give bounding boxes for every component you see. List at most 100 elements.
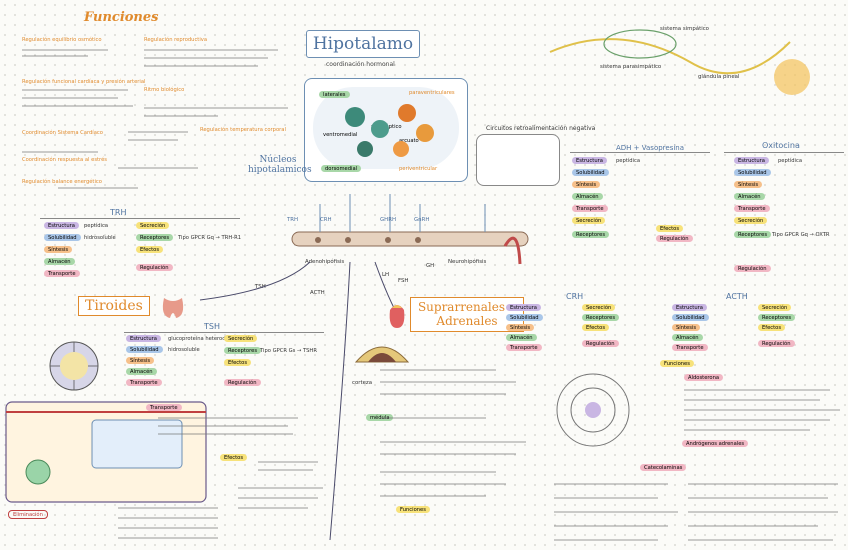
crh-prop-efectos: Efectos — [582, 324, 610, 331]
funciones-item: Coordinación Sistema Cardíaco — [22, 129, 103, 136]
trh-heading: TRH — [110, 208, 127, 217]
oxi-prop-secrecion: Secreción — [734, 217, 768, 224]
glandula-pineal-label: glándula pineal — [698, 74, 740, 80]
funciones-item: Ritmo biológico — [144, 86, 185, 93]
oxi-value-estructura: peptídica — [778, 158, 803, 164]
nucleus-label: periventricular — [399, 165, 438, 172]
suprarrenales-heading: Suprarrenales o Adrenales — [410, 297, 524, 332]
tsh-heading: TSH — [204, 322, 220, 331]
adh-prop-solubilidad: Solubilidad — [572, 169, 609, 176]
efectos-lines — [118, 417, 323, 539]
acth-prop-secrecion: Secreción — [758, 304, 792, 311]
page-subtitle: coordinación hormonal — [326, 61, 395, 68]
funciones-heading: Funciones — [84, 10, 159, 25]
tsh-prop-receptores: Receptores — [224, 347, 262, 354]
crh-prop-solubilidad: Solubilidad — [506, 314, 543, 321]
trh-prop-secrecion: Secreción — [136, 222, 170, 229]
tsh-value-receptores: Tipo GPCR Gs → TSHR — [260, 348, 317, 354]
crh-prop-regulacion: Regulación — [582, 340, 619, 347]
transporte-label: Transporte — [146, 404, 182, 411]
androgenos-label: Andrógenos adrenales — [682, 440, 749, 447]
acth-prop-transporte: Transporte — [672, 344, 708, 351]
trh-prop-receptores: Receptores — [136, 234, 174, 241]
tsh-value-solubilidad: hidrosoluble — [168, 347, 200, 353]
page-title: Hipotalamo — [306, 30, 420, 58]
crh-prop-secrecion: Secreción — [582, 304, 616, 311]
oxi-prop-estructura: Estructura — [734, 157, 769, 164]
adh-prop-secrecion: Secreción — [572, 217, 606, 224]
trh-value-receptores: Tipo GPCR Gq → TRH-R1 — [178, 235, 241, 241]
tsh-prop-sintesis: Síntesis — [126, 357, 155, 364]
hormone-crh: CRH — [320, 217, 332, 223]
oxi-value-receptores: Tipo GPCR Gq → OXTR — [772, 232, 830, 238]
hormone-fsh: FSH — [398, 278, 409, 284]
tsh-prop-solubilidad: Solubilidad — [126, 346, 163, 353]
tsh-prop-efectos: Efectos — [224, 359, 252, 366]
funciones2-label: Funciones — [396, 506, 430, 513]
oxi-prop-transporte: Transporte — [734, 205, 770, 212]
trh-prop-almacen: Almacén — [44, 258, 75, 265]
hormone-gnrh: GnRH — [414, 217, 430, 223]
funciones-item: Coordinación respuesta al estrés — [22, 156, 107, 163]
acth-prop-sintesis: Síntesis — [672, 324, 701, 331]
hormone-trh: TRH — [287, 217, 299, 223]
acth-prop-regulacion: Regulación — [758, 340, 795, 347]
nucleos-label: Núcleos hipotalamicos — [248, 155, 312, 175]
trh-prop-estructura: Estructura — [44, 222, 79, 229]
adh-card: Estructura peptídica Solubilidad Síntesi… — [572, 157, 712, 267]
tiroides-heading: Tiroides — [78, 296, 150, 316]
catecolaminas-label: Catecolaminas — [640, 464, 687, 471]
adh-prop-efectos: Efectos — [656, 225, 684, 232]
corteza-label: corteza — [352, 380, 373, 386]
trh-prop-sintesis: Síntesis — [44, 246, 73, 253]
acth-card: Estructura Solubilidad Síntesis Almacén … — [672, 304, 844, 354]
hormone-ghrh: GHRH — [380, 217, 397, 223]
aldosterona-label: Aldosterona — [684, 374, 724, 381]
acth-prop-almacen: Almacén — [672, 334, 703, 341]
trh-prop-solubilidad: Solubilidad — [44, 234, 81, 241]
sistema-simpatico-label: sistema simpático — [660, 26, 709, 32]
thyroid-icon — [162, 298, 184, 318]
circuitos-heading: Circuitos retroalimentación negativa — [486, 125, 596, 132]
hormone-acth: ACTH — [310, 290, 325, 296]
oxi-prop-almacen: Almacén — [734, 193, 765, 200]
funciones-item: Regulación reproductiva — [144, 36, 208, 43]
crh-prop-almacen: Almacén — [506, 334, 537, 341]
oxi-prop-sintesis: Síntesis — [734, 181, 763, 188]
sistema-parasimpatico-label: sistema parasimpático — [600, 64, 662, 70]
nucleus-label: arcuato — [399, 137, 419, 144]
oxi-prop-regulacion: Regulación — [734, 265, 771, 272]
cell-diagram — [5, 401, 207, 503]
trh-card: Estructura peptídica Solubilidad hidroso… — [44, 222, 264, 286]
crh-heading: CRH — [566, 292, 584, 301]
oxitocina-card: Estructura peptídica Solubilidad Síntesi… — [734, 157, 844, 277]
funciones-item: Regulación temperatura corporal — [200, 126, 286, 133]
trh-value-solubilidad: hidrosoluble — [84, 235, 116, 241]
oxi-prop-receptores: Receptores — [734, 231, 772, 238]
nucleus-label: paraventriculares — [409, 89, 455, 96]
adrenal-icon — [389, 305, 405, 328]
crh-prop-receptores: Receptores — [582, 314, 620, 321]
adh-prop-transporte: Transporte — [572, 205, 608, 212]
trh-prop-regulacion: Regulación — [136, 264, 173, 271]
trh-prop-efectos: Efectos — [136, 246, 164, 253]
oxi-prop-solubilidad: Solubilidad — [734, 169, 771, 176]
nuclei-blobs — [345, 104, 434, 157]
crh-card: Estructura Solubilidad Síntesis Almacén … — [506, 304, 656, 354]
tsh-prop-transporte: Transporte — [126, 379, 162, 386]
neurohipofisis-label: Neurohipófisis — [448, 259, 487, 265]
eliminacion-label: Eliminación — [8, 510, 48, 519]
nucleus-label: laterales — [319, 91, 350, 98]
corteza-lines — [380, 369, 526, 497]
nucleus-label: dorsomedial — [321, 165, 362, 172]
nucleus-label: ventromedial — [323, 131, 358, 138]
funciones-item: Regulación funcional cardíaca y presión … — [22, 78, 146, 85]
adenohipofisis-label: Adenohipófisis — [305, 259, 345, 265]
adrenal-section — [354, 346, 410, 363]
efectos-label: Efectos — [220, 454, 248, 461]
trh-prop-transporte: Transporte — [44, 270, 80, 277]
adh-value-estructura: peptídica — [616, 158, 641, 164]
tsh-prop-almacen: Almacén — [126, 368, 157, 375]
acth-prop-solubilidad: Solubilidad — [672, 314, 709, 321]
aldosterona-lines — [684, 389, 840, 431]
